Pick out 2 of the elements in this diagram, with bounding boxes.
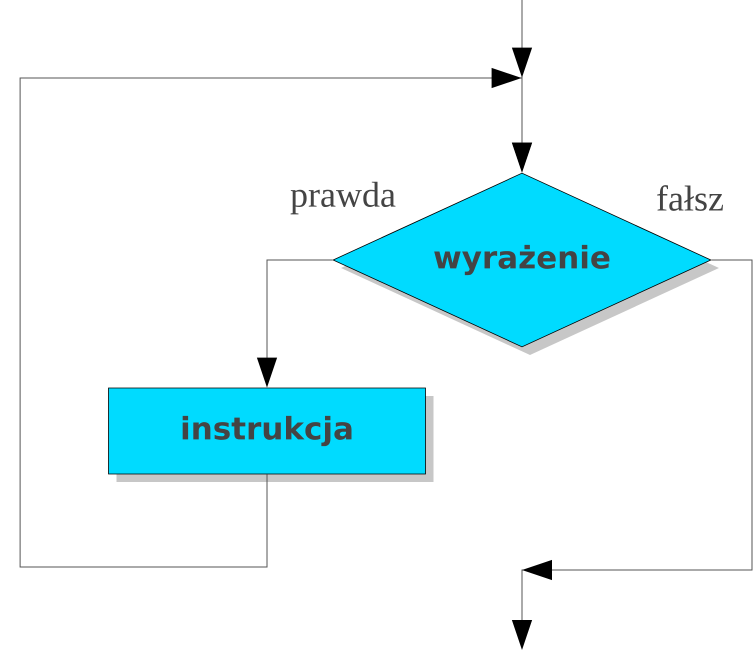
- arrow: [20, 68, 532, 568]
- process-box: instrukcja: [108, 388, 426, 474]
